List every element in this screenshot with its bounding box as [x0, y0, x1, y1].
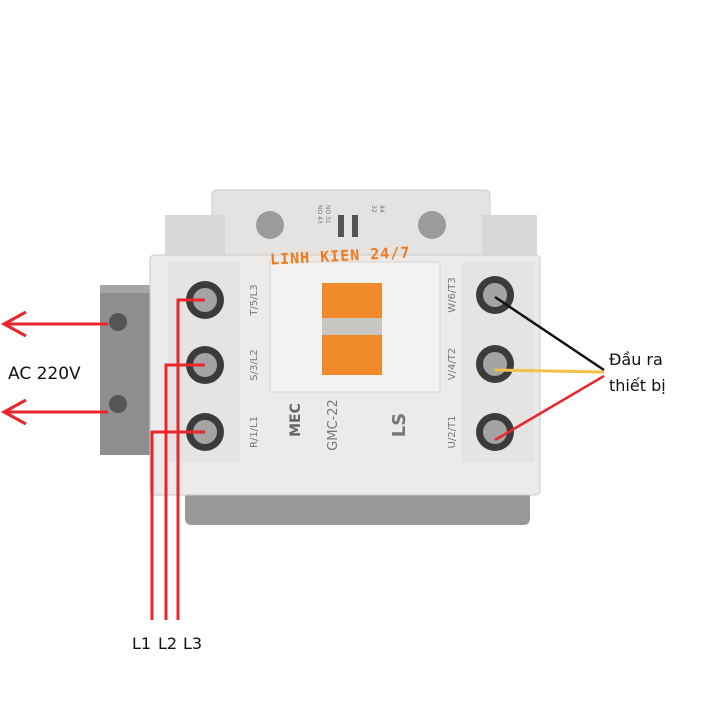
terminal-label-v4: V/4/T2: [447, 348, 458, 380]
ac-arrow-bottom: [0, 398, 108, 426]
rail-screw-top: [109, 313, 127, 331]
wire-out-red: [494, 374, 605, 442]
screw-face: [483, 352, 507, 376]
ac-arrow-top: [0, 310, 108, 338]
output-label-line2: thiết bị: [609, 376, 666, 395]
output-label-line1: Đầu ra: [609, 350, 663, 369]
phase-label-l1: L1: [132, 634, 152, 653]
aux-screw-left: [256, 211, 284, 239]
brand-mec: MEC: [288, 403, 304, 437]
screw-face: [483, 420, 507, 444]
aux-side-left: [165, 215, 225, 260]
rail-screw-bottom: [109, 395, 127, 413]
aux-side-right: [482, 215, 537, 260]
aux-label-left: NO 43: [316, 205, 323, 224]
wire-l2: [164, 363, 205, 620]
indicator-bottom: [322, 335, 382, 375]
phase-label-l2: L2: [158, 634, 178, 653]
aux-slot: [352, 215, 358, 237]
indicator-gap: [322, 318, 382, 335]
aux-screw-right: [418, 211, 446, 239]
terminal-label-t5: T/5/L3: [249, 284, 260, 316]
terminal-label-u2: U/2/T1: [447, 416, 458, 449]
aux-slot: [338, 215, 344, 237]
aux-label-left2: NO 31: [324, 205, 331, 224]
wire-out-yellow: [494, 368, 605, 374]
phase-label-l3: L3: [183, 634, 203, 653]
din-rail-shadow: [100, 285, 160, 293]
brand-ls: LS: [389, 413, 410, 437]
indicator-top: [322, 283, 382, 318]
ac-supply-label: AC 220V: [8, 364, 81, 384]
terminal-label-r1: R/1/L1: [249, 416, 260, 448]
aux-label-right2: 44: [378, 205, 385, 213]
aux-label-right: 32: [370, 205, 377, 213]
terminal-label-s3: S/3/L2: [249, 349, 260, 380]
terminal-label-w6: W/6/T3: [447, 277, 458, 312]
model-label: GMC-22: [326, 399, 341, 451]
wire-out-black: [494, 295, 605, 372]
wire-l3: [176, 298, 205, 620]
wire-l1: [150, 430, 205, 620]
